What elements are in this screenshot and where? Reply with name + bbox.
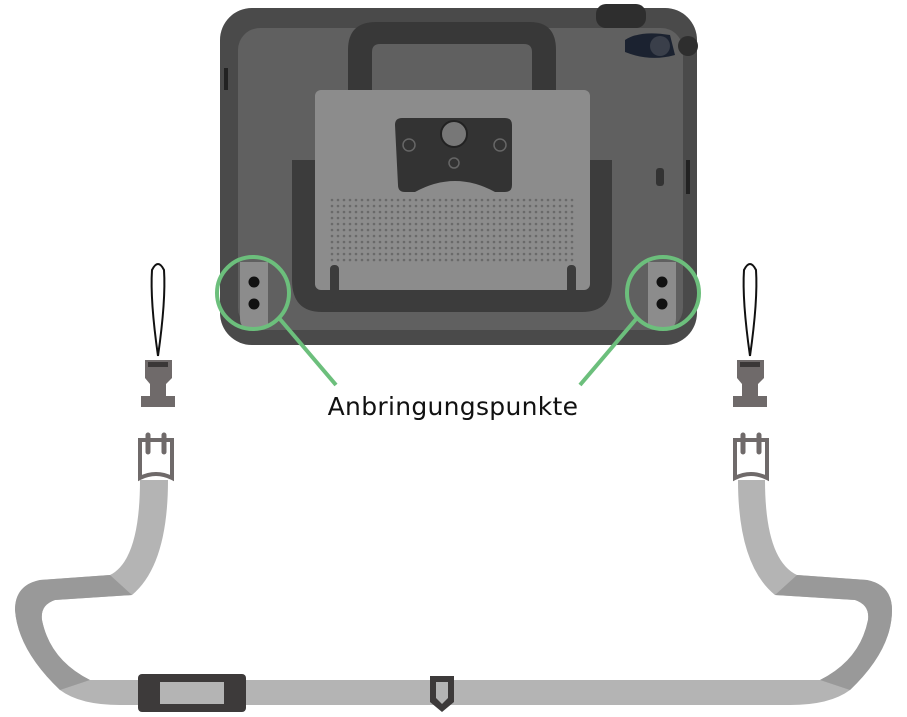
shoulder-strap	[15, 432, 892, 712]
tablet-back	[220, 4, 698, 345]
attachment-points-label: Anbringungspunkte	[327, 392, 579, 421]
attachment-point-callout	[215, 255, 701, 387]
strap-adjuster-buckle	[138, 674, 246, 712]
vent-grid	[330, 198, 574, 262]
strap-clip-left	[141, 263, 175, 407]
handle	[348, 22, 556, 100]
mount-bracket	[395, 118, 512, 192]
kickstand-plate	[315, 90, 590, 290]
strap-clip-right	[733, 263, 767, 407]
